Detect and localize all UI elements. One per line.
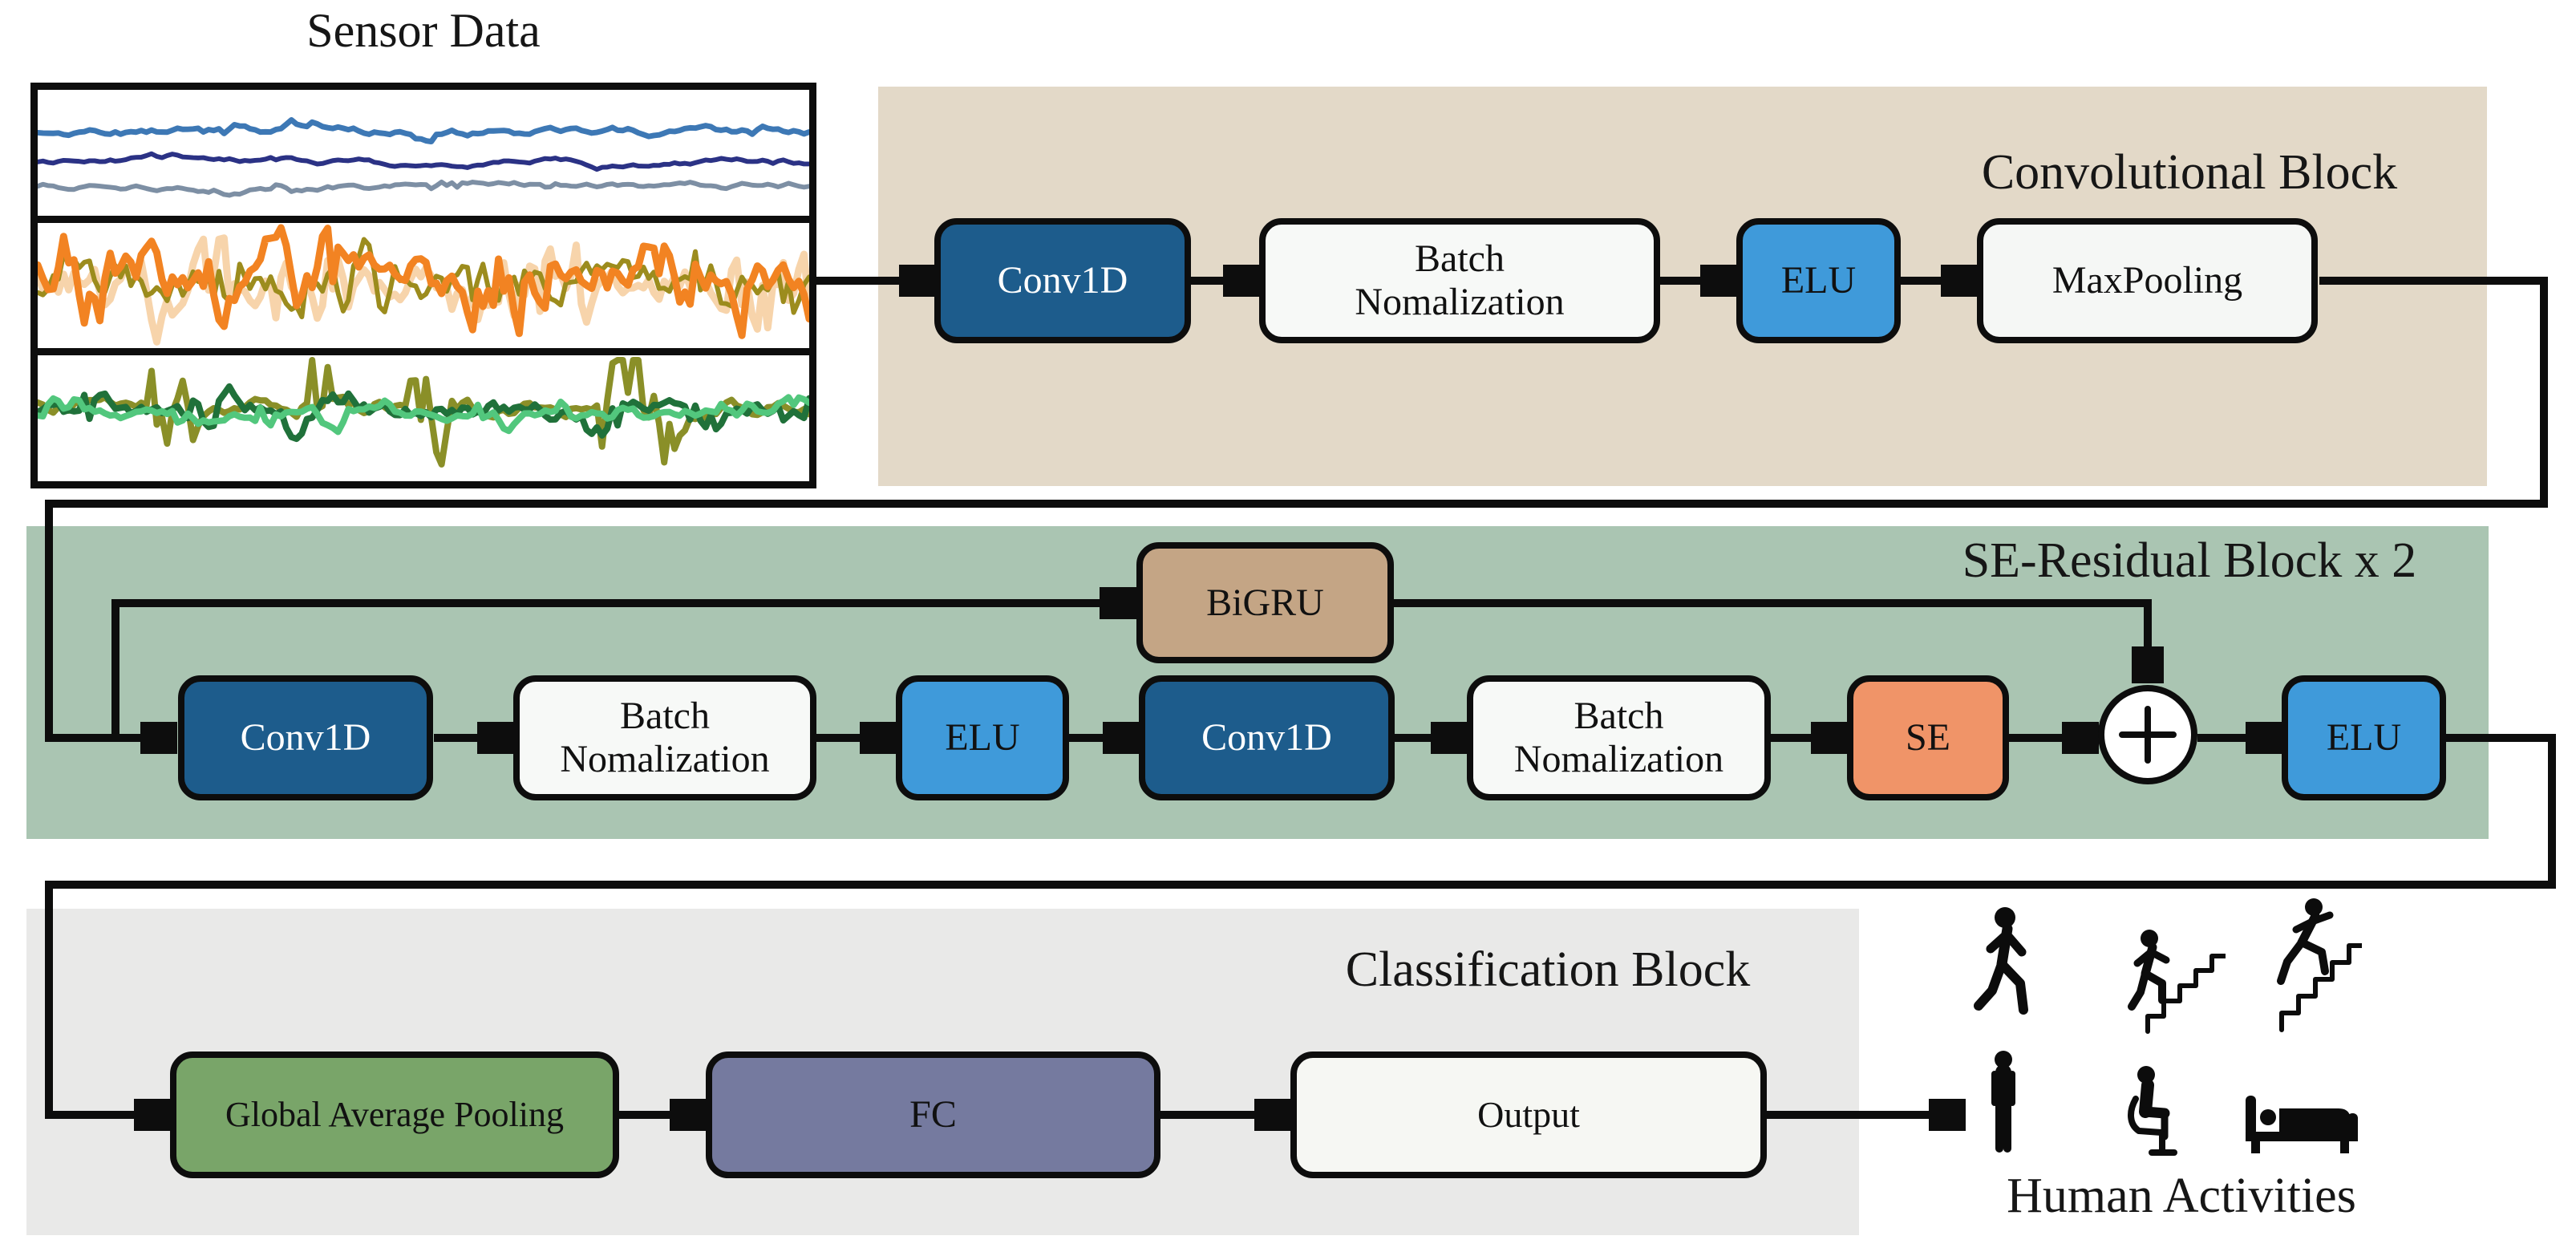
add-icon (2098, 685, 2197, 784)
sensor-data-plot (30, 83, 816, 488)
fc-box: FC (706, 1051, 1160, 1178)
sensor-panel-gyroscope (38, 223, 809, 356)
batch-normalization-box: Batch Nomalization (1259, 218, 1660, 343)
elu-box: ELU (1736, 218, 1901, 343)
se-batch-normalization-box-2: Batch Nomalization (1467, 675, 1771, 800)
se-conv1d-box-2: Conv1D (1139, 675, 1395, 800)
output-box: Output (1290, 1051, 1767, 1178)
sensor-panel-total-acceleration (38, 355, 809, 481)
sensor-series (38, 179, 809, 198)
running-upstairs-icon (2252, 897, 2364, 1033)
se-residual-block-title: SE-Residual Block x 2 (1962, 533, 2417, 588)
human-activities-caption: Human Activities (2007, 1169, 2356, 1223)
lying-in-bed-icon (2242, 1089, 2361, 1155)
sensor-data-title: Sensor Data (306, 4, 541, 57)
sensor-panel-acceleration (38, 90, 809, 223)
global-average-pooling-box: Global Average Pooling (170, 1051, 619, 1178)
se-batch-normalization-box-1: Batch Nomalization (513, 675, 816, 800)
conv1d-box: Conv1D (934, 218, 1191, 343)
sensor-panel-svg-1 (38, 224, 809, 346)
se-elu-box-1: ELU (896, 675, 1069, 800)
classification-block-title: Classification Block (1345, 942, 1751, 997)
sensor-series (38, 117, 809, 145)
sensor-panel-svg-2 (38, 357, 809, 468)
standing-icon (1977, 1051, 2030, 1157)
se-box: SE (1847, 675, 2009, 800)
sensor-panel-svg-0 (38, 117, 809, 198)
se-conv1d-box-1: Conv1D (178, 675, 433, 800)
se-elu-box-2: ELU (2282, 675, 2446, 800)
bigru-box: BiGRU (1136, 542, 1394, 663)
walking-upstairs-icon (2112, 921, 2228, 1035)
walking-icon (1971, 906, 2047, 1027)
sensor-series (38, 151, 809, 172)
sitting-icon (2120, 1065, 2181, 1157)
maxpooling-box: MaxPooling (1977, 218, 2318, 343)
convolutional-block-title: Convolutional Block (1981, 145, 2398, 200)
